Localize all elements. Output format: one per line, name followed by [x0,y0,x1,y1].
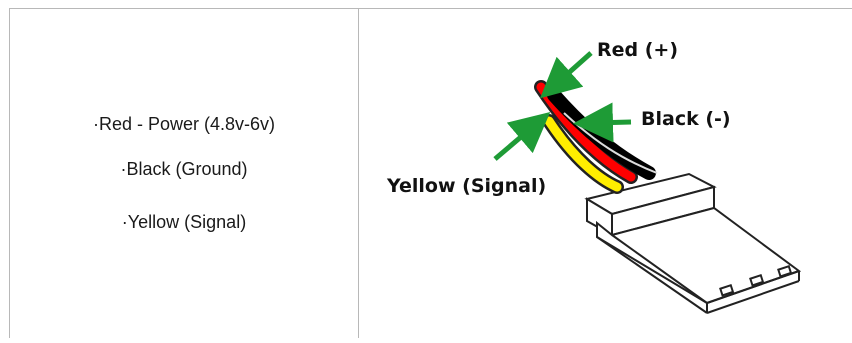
wire-description-cell: ·Red - Power (4.8v-6v) ·Black (Ground) ·… [10,9,358,338]
yellow-pointer-arrow [493,112,551,161]
servo-connector-diagram: Red (+) Black (-) Yellow (Signal) [386,39,802,314]
table-border-top [9,8,852,9]
connector-housing [584,172,802,314]
black-pointer-arrow [573,102,632,143]
connector-diagram-cell: Red (+) Black (-) Yellow (Signal) [359,9,852,338]
black-wire-description: ·Black (Ground) [120,159,248,179]
yellow-wire-label: Yellow (Signal) [386,175,546,197]
yellow-wire-description: ·Yellow (Signal) [121,212,247,232]
table-border-left [9,8,10,338]
red-wire-description: ·Red - Power (4.8v-6v) [92,114,276,134]
black-wire-label: Black (-) [641,108,731,130]
wire-bundle [534,80,658,194]
red-wire-label: Red (+) [597,39,678,61]
table-border-divider [358,8,359,338]
yellow-wire [544,116,622,192]
red-pointer-arrow [540,51,593,99]
